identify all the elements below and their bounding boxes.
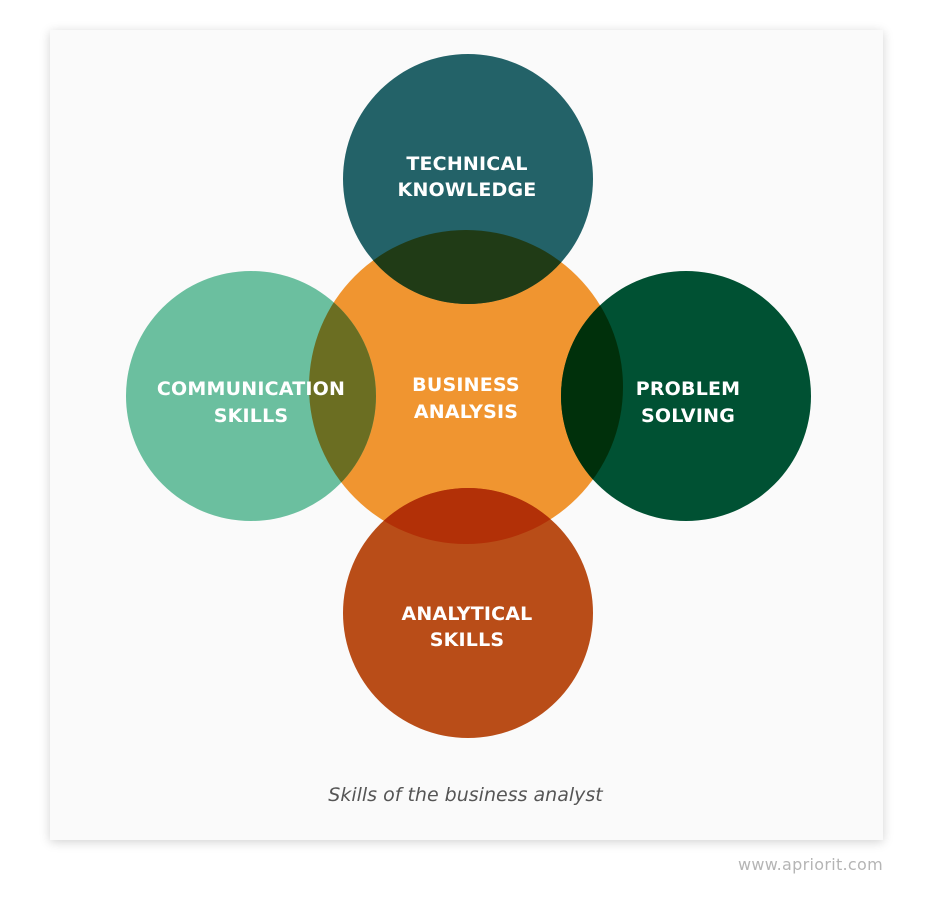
label-problem-solving-line2: SOLVING — [641, 405, 735, 427]
circle-analytical-skills — [343, 488, 593, 738]
label-problem-solving-line1: PROBLEM — [636, 378, 741, 400]
circle-technical-knowledge — [343, 54, 593, 304]
label-business-analysis-line2: ANALYSIS — [414, 401, 518, 423]
label-technical-knowledge-line2: KNOWLEDGE — [398, 179, 537, 201]
circle-problem-solving — [561, 271, 811, 521]
label-technical-knowledge-line1: TECHNICAL — [406, 153, 527, 175]
diagram-caption: Skills of the business analyst — [328, 784, 603, 806]
label-analytical-skills-line1: ANALYTICAL — [401, 603, 532, 625]
watermark-text: www.apriorit.com — [737, 855, 883, 874]
label-communication-skills-line1: COMMUNICATION — [157, 378, 345, 400]
label-analytical-skills-line2: SKILLS — [430, 629, 505, 651]
circle-communication-skills — [126, 271, 376, 521]
circle-business-analysis — [309, 230, 623, 544]
label-business-analysis-line1: BUSINESS — [412, 374, 520, 396]
label-communication-skills-line2: SKILLS — [214, 405, 289, 427]
